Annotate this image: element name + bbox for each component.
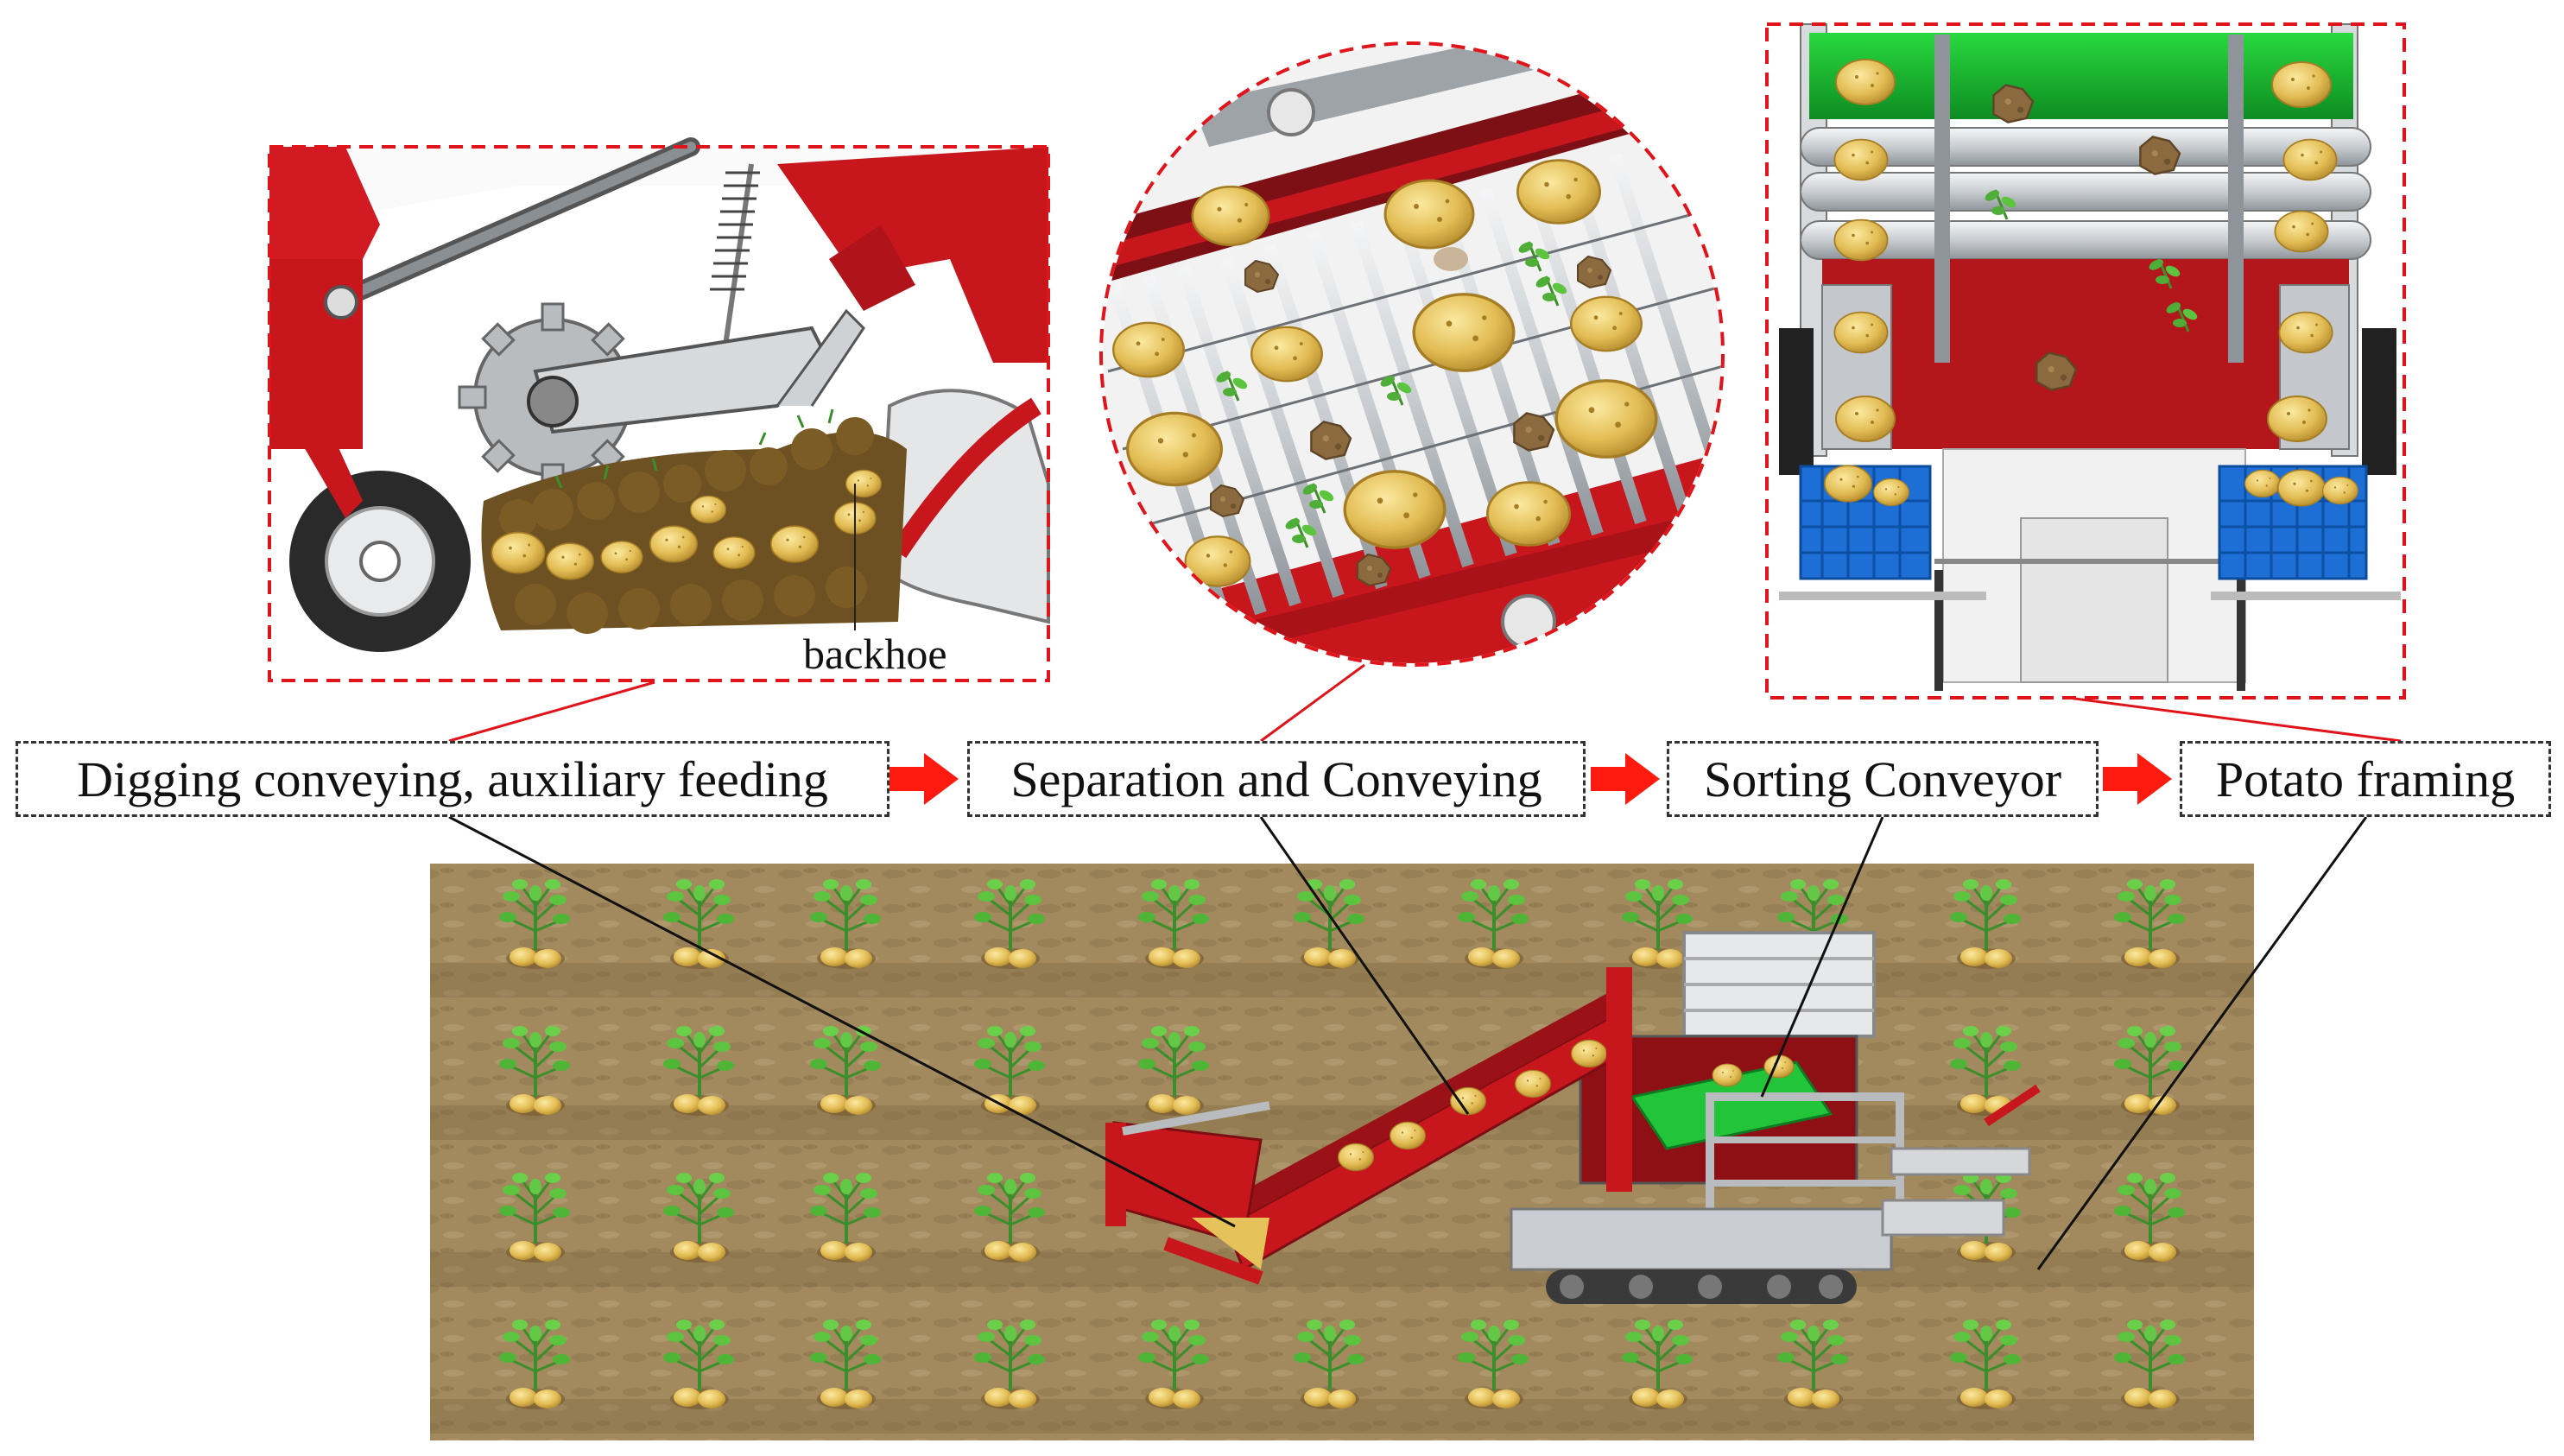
stage-label-separation: Separation and Conveying [967,741,1586,817]
stage-label-text: Sorting Conveyor [1703,750,2062,807]
backhoe-annotation: backhoe [803,630,947,678]
harvester-machine [1105,931,2041,1304]
panel-connectors [448,663,2402,743]
separation-detail-panel [1103,45,1721,663]
stage-label-text: Potato framing [2215,750,2516,807]
arrow-3 [2103,753,2172,805]
arrow-2 [1591,753,1660,805]
stage-label-text: Digging conveying, auxiliary feeding [77,750,828,807]
digging-detail-panel [269,137,1050,681]
leader-lines [448,815,2368,1270]
stage-label-sorting: Sorting Conveyor [1667,741,2099,817]
arrow-1 [889,753,959,805]
stage-label-digging: Digging conveying, auxiliary feeding [16,741,889,817]
stage-label-framing: Potato framing [2180,741,2551,817]
process-arrows [889,753,2172,805]
sorting-detail-panel [1767,23,2404,698]
field-scene [430,864,2254,1440]
detail-frames [268,22,2406,700]
stage-label-text: Separation and Conveying [1010,750,1542,807]
